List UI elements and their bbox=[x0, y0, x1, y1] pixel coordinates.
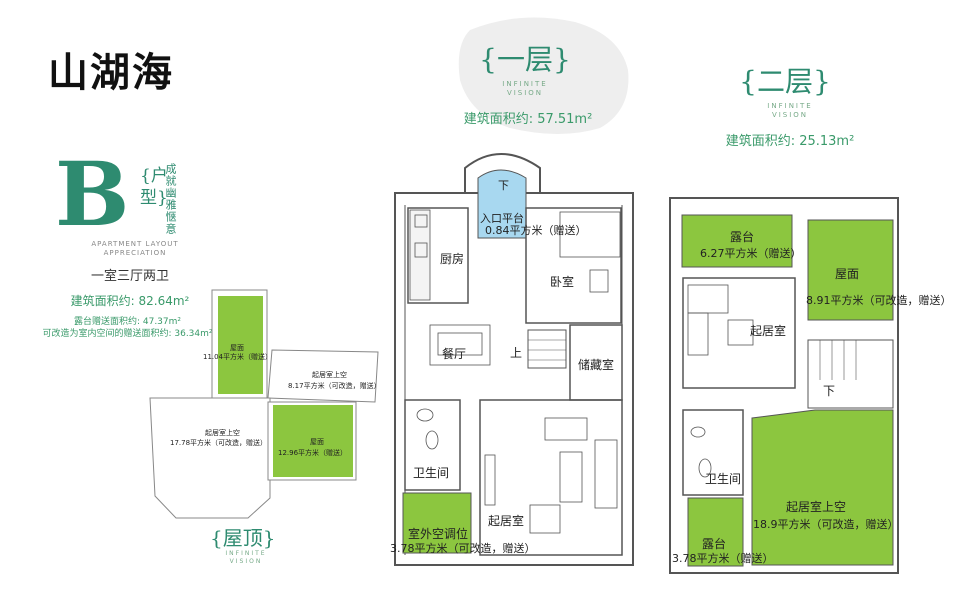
floor1-down-label: 下 bbox=[498, 179, 509, 192]
roof-a-area bbox=[218, 296, 263, 394]
floor2-down-label: 下 bbox=[823, 384, 836, 398]
roof-b-area bbox=[273, 405, 353, 477]
terrace-bottom bbox=[687, 497, 744, 567]
floor2-living-label: 起居室 bbox=[750, 324, 787, 338]
void-top-area-label: 8.17平方米（可改造，赠送） bbox=[288, 382, 381, 390]
floor2-roof-area-label: 8.91平方米（可改造，赠送） bbox=[806, 294, 952, 307]
unit-letter: B bbox=[55, 142, 130, 246]
floor2-title: {二层} bbox=[739, 65, 831, 98]
roof-b-area-label: 12.96平方米（赠送） bbox=[278, 449, 348, 457]
void-top-area bbox=[267, 349, 379, 403]
void-area-label: 18.9平方米（可改造，赠送） bbox=[753, 518, 899, 531]
floor2-subtitle: INFINITE VISION bbox=[767, 102, 813, 119]
roof-title: {屋顶} bbox=[210, 526, 276, 550]
roof-plan bbox=[149, 289, 379, 519]
convertible-area: 可改造为室内空间的赠送面积约: 36.34m² bbox=[42, 329, 213, 339]
layout-description: 一室三厅两卫 bbox=[90, 269, 169, 284]
floor2-area: 建筑面积约: 25.13m² bbox=[725, 134, 855, 149]
floor1-living-label: 起居室 bbox=[488, 514, 525, 528]
terrace-label: 露台 bbox=[730, 230, 755, 244]
floor2-plan bbox=[669, 197, 899, 574]
ac-label: 室外空调位 bbox=[408, 527, 469, 541]
kitchen-label: 厨房 bbox=[440, 252, 465, 266]
floor1-up-label: 上 bbox=[510, 346, 523, 360]
dining-label: 餐厅 bbox=[442, 347, 467, 361]
roof-right bbox=[807, 219, 894, 321]
terrace-area-label: 6.27平方米（赠送） bbox=[700, 247, 802, 260]
roof-a-area-label: 11.04平方米（赠送） bbox=[203, 353, 273, 361]
unit-vertical-text: 成就幽雅惬意 bbox=[164, 163, 177, 235]
unit-subtitle-en: APARTMENT LAYOUT APPRECIATION bbox=[91, 240, 179, 257]
floor1-subtitle: INFINITE VISION bbox=[502, 80, 548, 97]
terrace-area: 露台赠送面积约: 47.37m² bbox=[73, 317, 182, 327]
title-backdrop bbox=[458, 17, 629, 134]
void-area bbox=[751, 409, 894, 566]
roof-a-label: 屋面 bbox=[230, 344, 244, 352]
ac-position bbox=[402, 492, 472, 554]
floor2-roof-label: 屋面 bbox=[835, 267, 860, 281]
terrace2-area-label: 3.78平方米（赠送） bbox=[672, 552, 774, 565]
ac-area-label: 3.78平方米（可改造，赠送） bbox=[390, 542, 536, 555]
floor2-bathroom-label: 卫生间 bbox=[705, 472, 742, 486]
void-left-label: 起居室上空 bbox=[205, 429, 240, 437]
void-left-area-label: 17.78平方米（可改造，赠送） bbox=[170, 439, 268, 447]
entrance-area-label: 0.84平方米（赠送） bbox=[485, 224, 587, 237]
roof-subtitle: INFINITE VISION bbox=[225, 550, 267, 565]
project-title: 山湖海 bbox=[48, 49, 174, 96]
floor1-area: 建筑面积约: 57.51m² bbox=[463, 112, 593, 127]
floor1-plan bbox=[394, 153, 634, 566]
storage-label: 储藏室 bbox=[578, 358, 615, 372]
building-area: 建筑面积约: 82.64m² bbox=[70, 294, 190, 308]
void-left-area bbox=[149, 397, 271, 519]
terrace2-label: 露台 bbox=[702, 537, 727, 551]
void-top-label: 起居室上空 bbox=[312, 371, 347, 379]
floor1-bathroom-label: 卫生间 bbox=[413, 466, 450, 480]
entrance-label: 入口平台 bbox=[480, 212, 524, 225]
bedroom-label: 卧室 bbox=[550, 275, 575, 289]
terrace-top bbox=[681, 214, 793, 268]
floor1-title: {一层} bbox=[479, 43, 571, 76]
void-label: 起居室上空 bbox=[786, 500, 847, 514]
roof-b-label: 屋面 bbox=[310, 438, 324, 446]
